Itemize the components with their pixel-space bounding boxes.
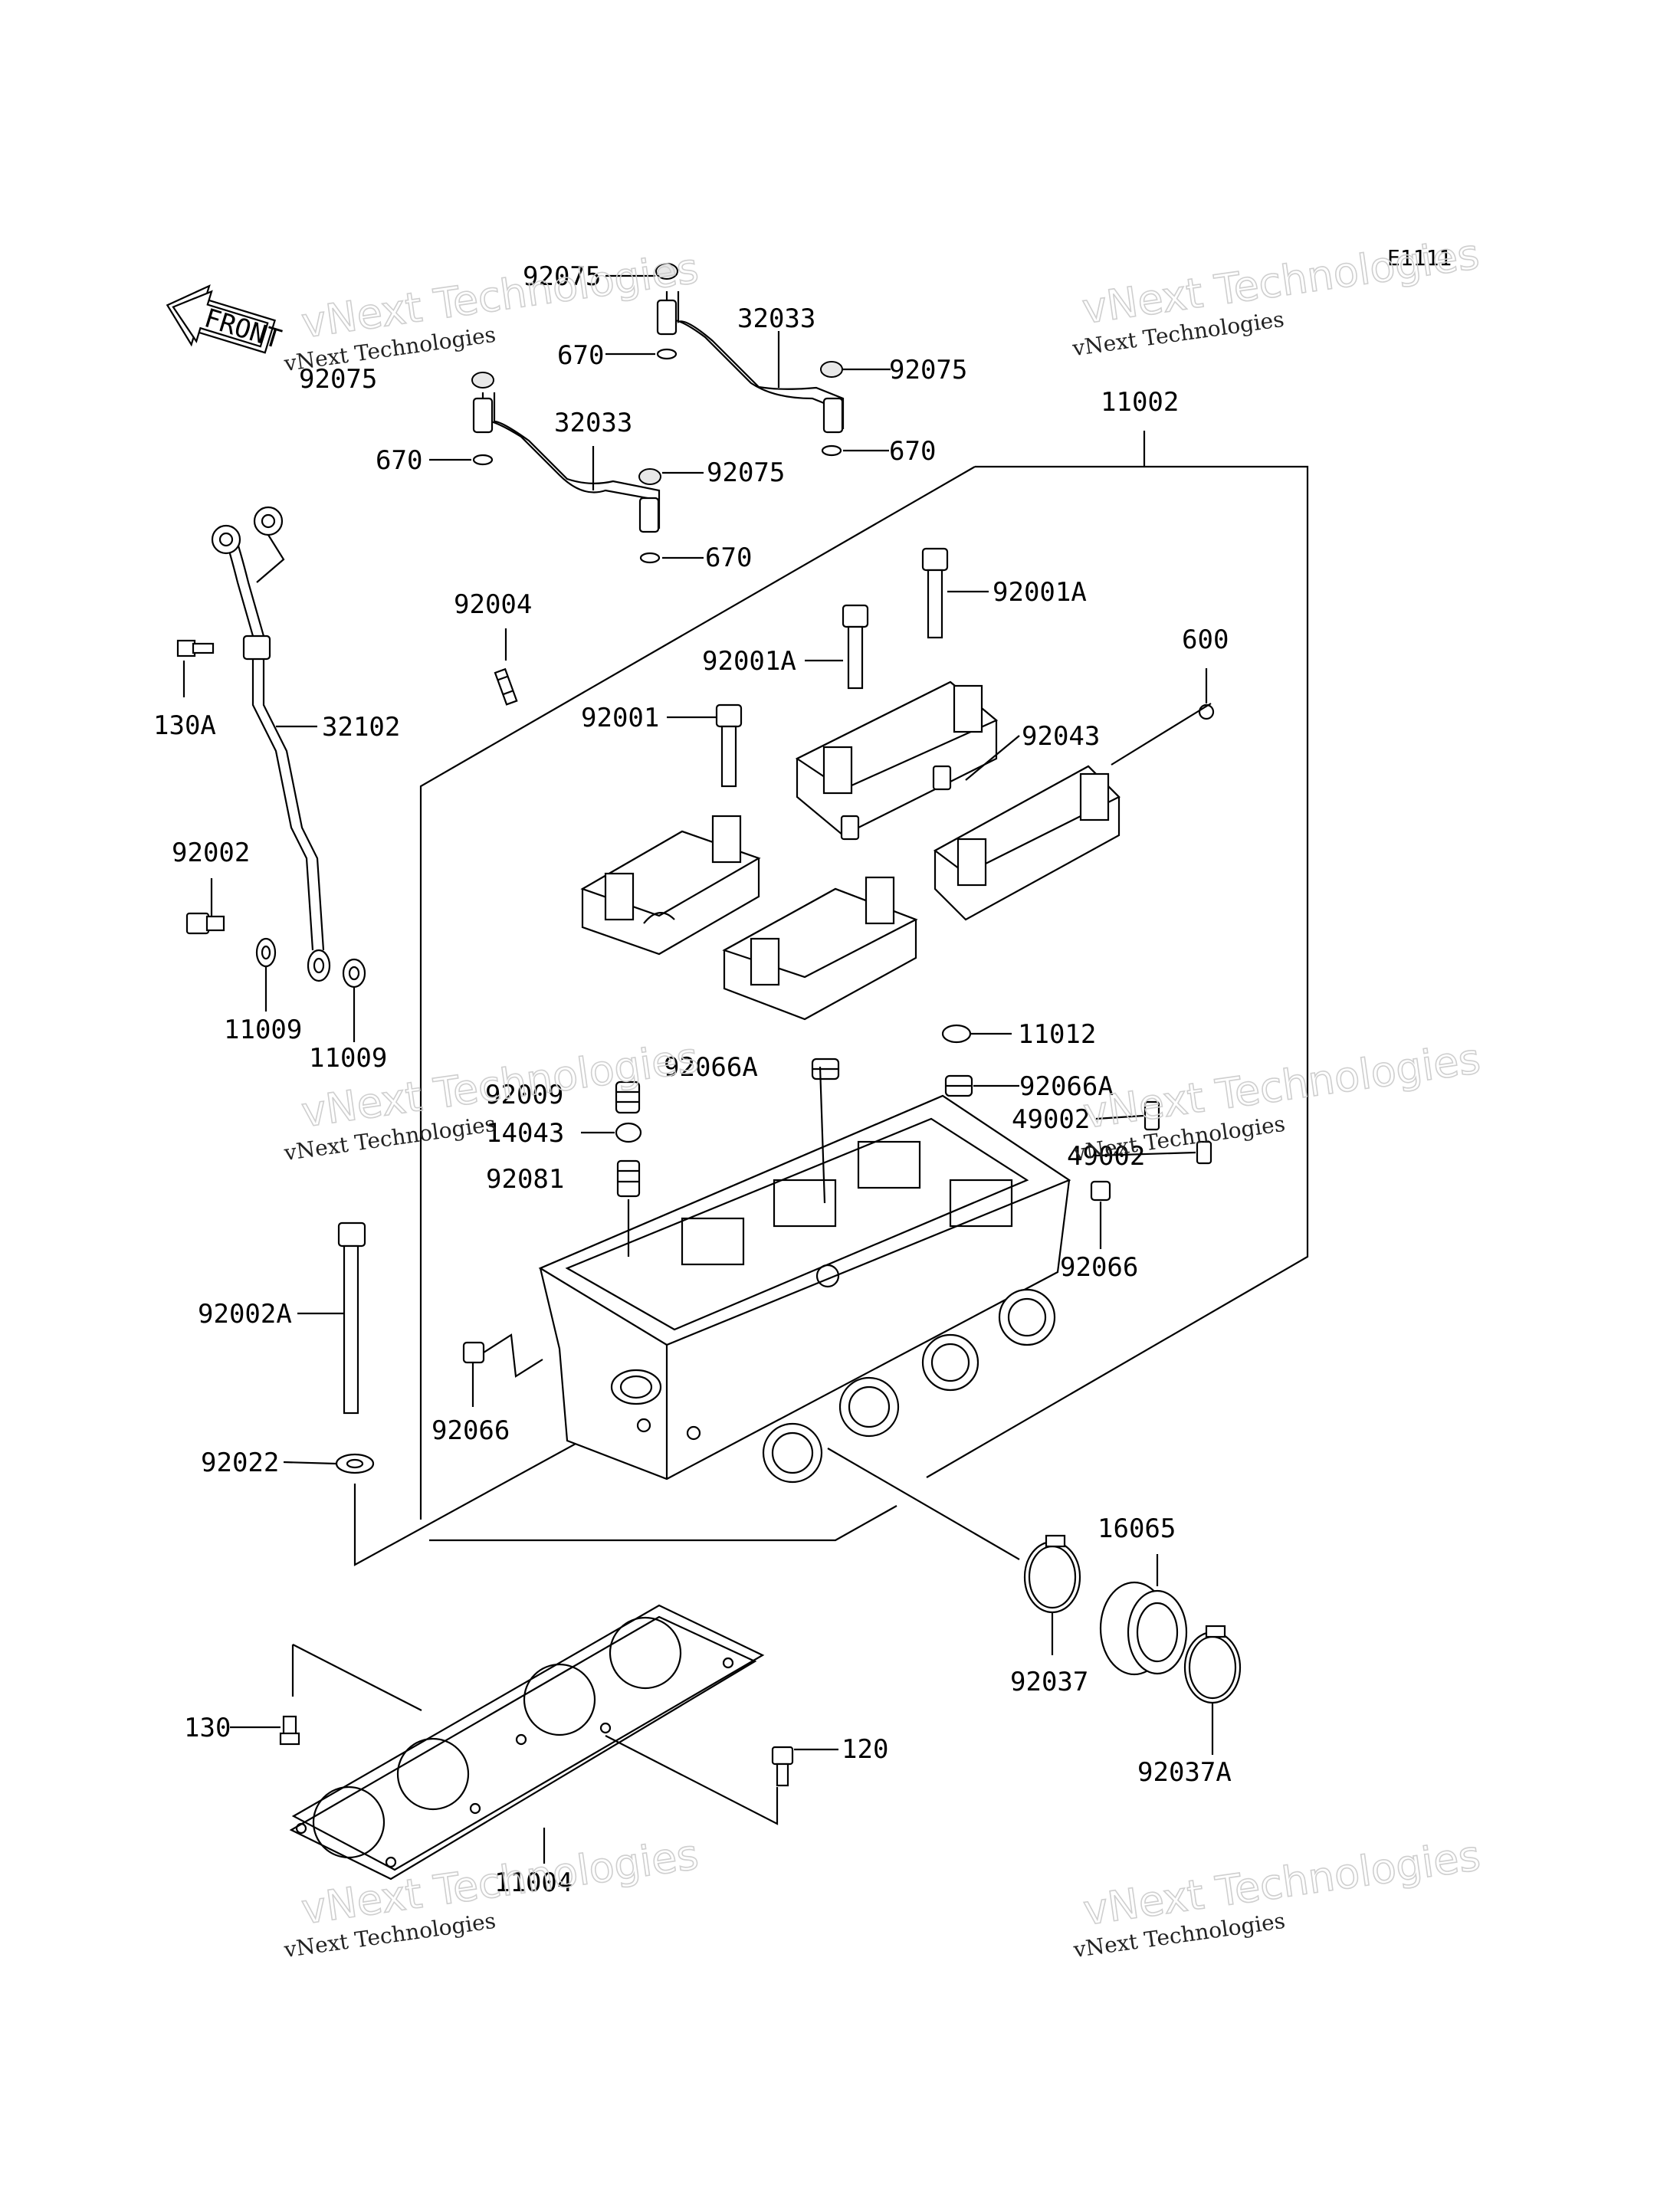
cam-cap-right bbox=[933, 765, 1121, 921]
plug-92066-left bbox=[462, 1341, 485, 1364]
plug-92066-right bbox=[1090, 1180, 1111, 1202]
label-92002a: 92002A bbox=[198, 1299, 292, 1330]
label-92037a: 92037A bbox=[1137, 1757, 1232, 1788]
group-frame-11002 bbox=[419, 466, 976, 1520]
label-92075-1: 92075 bbox=[523, 261, 601, 292]
washer-92022 bbox=[335, 1453, 375, 1474]
washer-11012 bbox=[941, 1024, 972, 1044]
label-92001: 92001 bbox=[581, 703, 659, 733]
watermark-1: vNext Technologies vNext Technologies bbox=[282, 244, 702, 377]
intake-stubs bbox=[762, 1288, 1056, 1484]
washer-11009-b bbox=[342, 958, 366, 989]
bolt-92001a-b bbox=[921, 547, 949, 639]
cam-cap-left bbox=[580, 815, 761, 956]
front-arrow-icon: FRONT bbox=[166, 284, 284, 355]
label-92001a-2: 92001A bbox=[702, 646, 796, 677]
shim-14043 bbox=[615, 1122, 642, 1143]
bolt-92001 bbox=[715, 703, 743, 788]
label-120: 120 bbox=[842, 1734, 888, 1765]
label-11009-1: 11009 bbox=[224, 1015, 302, 1045]
spring-92081 bbox=[616, 1159, 641, 1198]
label-11012: 11012 bbox=[1018, 1019, 1096, 1050]
label-92066a-1: 92066A bbox=[664, 1052, 758, 1083]
label-49002-1: 49002 bbox=[1012, 1104, 1090, 1135]
oil-pipe-upper bbox=[655, 263, 845, 457]
label-16065: 16065 bbox=[1098, 1513, 1176, 1544]
carb-holder-16065 bbox=[1099, 1581, 1188, 1676]
spring-92009 bbox=[615, 1080, 641, 1114]
fitting-49002-b bbox=[1196, 1140, 1212, 1165]
svg-text:vNext Technologies: vNext Technologies bbox=[299, 244, 702, 347]
cam-cap-middle bbox=[722, 876, 918, 1021]
label-92022: 92022 bbox=[201, 1448, 279, 1478]
label-600: 600 bbox=[1182, 625, 1229, 655]
watermarks: vNext Technologies vNext Technologies vN… bbox=[282, 229, 1484, 1963]
watermark-6: vNext Technologies vNext Technologies bbox=[1071, 1831, 1484, 1963]
bolt-130a bbox=[176, 639, 215, 657]
label-670-4: 670 bbox=[705, 543, 752, 573]
diagram-code: E1111 bbox=[1387, 245, 1452, 271]
label-49002-2: 49002 bbox=[1067, 1141, 1145, 1172]
bolt-130 bbox=[279, 1715, 300, 1746]
stud-92004 bbox=[494, 667, 518, 706]
label-92001a-1: 92001A bbox=[993, 577, 1087, 608]
clamp-92037a bbox=[1183, 1625, 1242, 1704]
grommet-92066a-a bbox=[811, 1058, 840, 1080]
label-92002: 92002 bbox=[172, 838, 250, 868]
label-92075-4: 92075 bbox=[707, 457, 785, 488]
label-14043: 14043 bbox=[486, 1118, 564, 1149]
oil-pipe-lower bbox=[471, 372, 661, 564]
bolt-92001a-a bbox=[842, 604, 869, 690]
label-11004: 11004 bbox=[494, 1867, 573, 1898]
clamp-92037 bbox=[1023, 1534, 1081, 1614]
bolt-120 bbox=[771, 1746, 794, 1787]
label-130: 130 bbox=[184, 1713, 231, 1743]
cam-cap-upper bbox=[795, 680, 999, 837]
label-670-2: 670 bbox=[889, 436, 936, 467]
bolt-92002 bbox=[185, 912, 225, 935]
label-92075-2: 92075 bbox=[889, 355, 967, 385]
bolt-92002a bbox=[337, 1221, 366, 1415]
washer-11009-a bbox=[255, 937, 277, 968]
label-92075-3: 92075 bbox=[299, 364, 377, 395]
label-92066-1: 92066 bbox=[1060, 1252, 1138, 1283]
label-670-1: 670 bbox=[557, 340, 604, 371]
part-labels: 92075 670 32033 92075 670 92075 32033 67… bbox=[153, 261, 1232, 1898]
label-32033-2: 32033 bbox=[554, 408, 632, 438]
dowel-92043-a bbox=[932, 765, 952, 791]
label-11009-2: 11009 bbox=[309, 1043, 387, 1074]
label-92066a-2: 92066A bbox=[1019, 1071, 1114, 1102]
cylinder-head bbox=[538, 1094, 1071, 1481]
label-11002: 11002 bbox=[1101, 387, 1179, 418]
label-32102: 32102 bbox=[322, 712, 400, 743]
label-92081: 92081 bbox=[486, 1164, 564, 1195]
label-130a: 130A bbox=[153, 710, 216, 741]
label-92037: 92037 bbox=[1010, 1667, 1088, 1697]
label-670-3: 670 bbox=[376, 445, 422, 476]
label-92009: 92009 bbox=[485, 1080, 563, 1110]
oil-pipe-32102 bbox=[211, 506, 331, 982]
dowel-92043-b bbox=[840, 815, 860, 841]
fitting-49002-a bbox=[1144, 1100, 1160, 1131]
leader-lines bbox=[182, 274, 1214, 1864]
label-32033-1: 32033 bbox=[737, 303, 815, 334]
head-gasket-11004 bbox=[289, 1604, 765, 1881]
grommet-92066a-b bbox=[944, 1074, 973, 1097]
watermark-2: vNext Technologies vNext Technologies bbox=[1070, 229, 1482, 361]
label-92004: 92004 bbox=[454, 589, 532, 620]
label-92066-2: 92066 bbox=[431, 1415, 510, 1446]
label-92043: 92043 bbox=[1022, 721, 1100, 752]
watermark-4: vNext Technologies vNext Technologies bbox=[1071, 1034, 1484, 1166]
